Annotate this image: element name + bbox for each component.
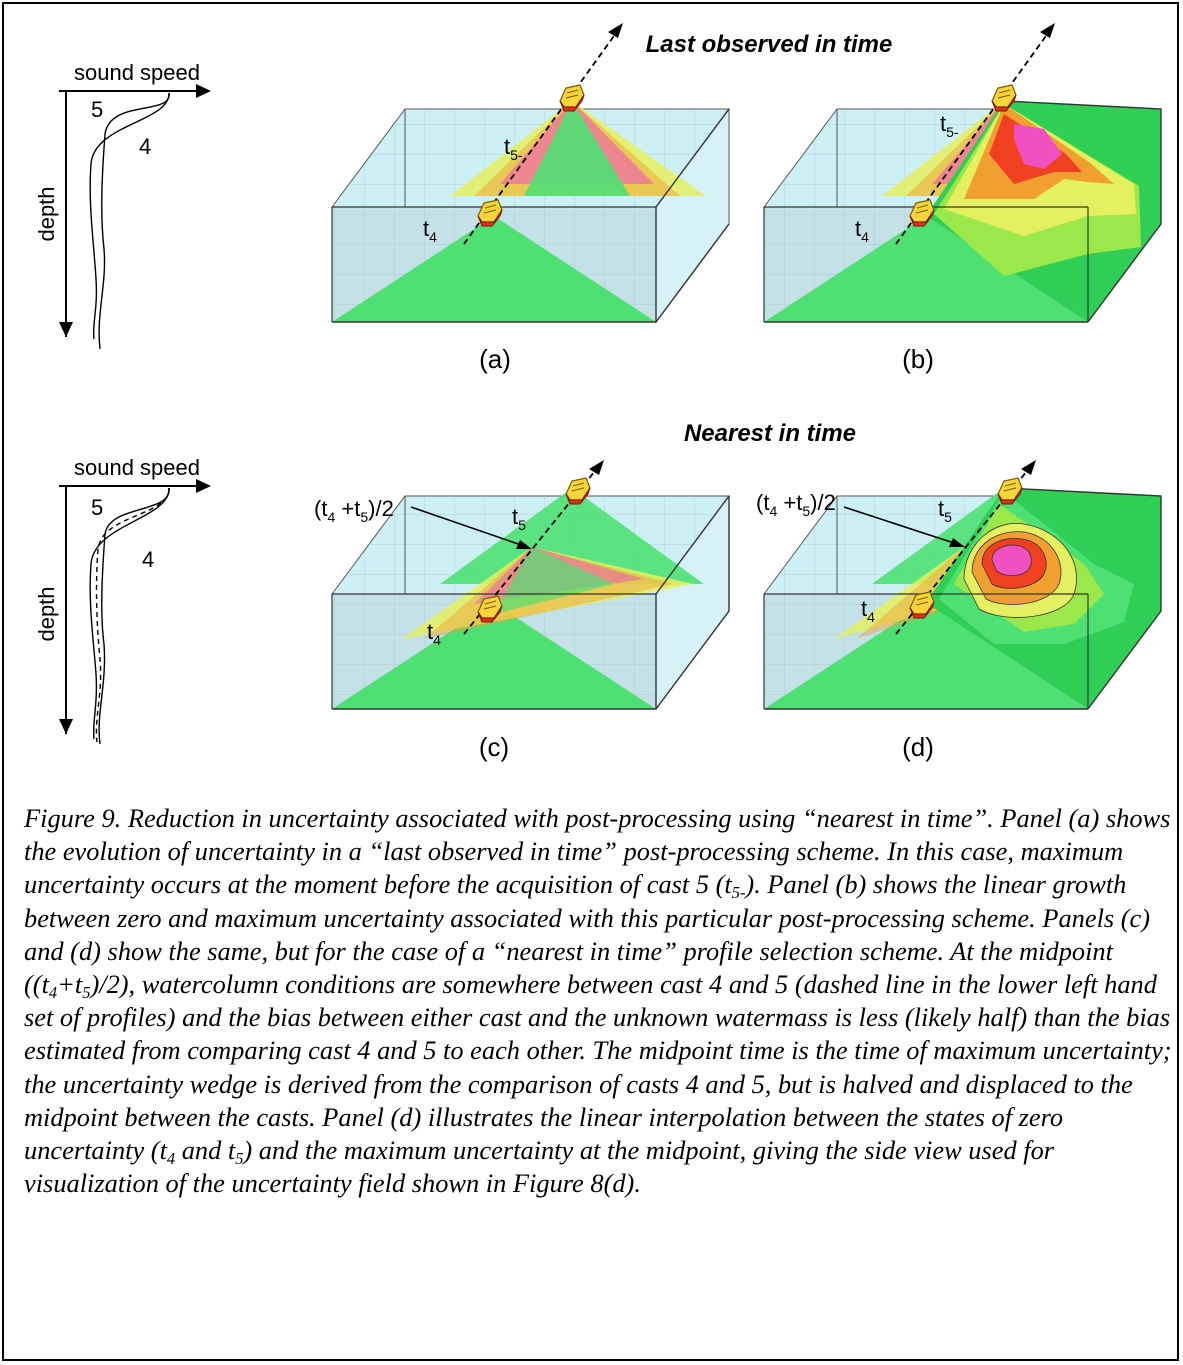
profile-curve-midpoint-dashed [95, 487, 170, 743]
t-label: t [423, 216, 429, 241]
profile-curve-4 [89, 92, 170, 340]
profile-cast-4-label: 4 [139, 134, 151, 159]
t-label: t [855, 216, 861, 241]
svg-text:t5-: t5- [504, 134, 523, 163]
profile-curve-5 [98, 92, 170, 350]
svg-text:(t4 +t5)/2: (t4 +t5)/2 [314, 496, 394, 525]
svg-text:t5: t5 [938, 496, 952, 525]
title-nearest: Nearest in time [684, 420, 856, 447]
svg-text:t4: t4 [855, 216, 869, 245]
panel-a-block: t5- t4 (a) [331, 23, 730, 374]
uncertainty-peak [991, 544, 1032, 577]
midpoint-arrow [843, 506, 958, 545]
svg-text:t5: t5 [512, 504, 526, 533]
t-label: t [504, 134, 510, 159]
profile-plot-top: sound speed 5 4 depth [34, 60, 211, 350]
svg-text:t4: t4 [861, 596, 875, 625]
profile-xlabel: sound speed [74, 455, 200, 480]
profile-cast-5-label: 5 [91, 495, 103, 520]
svg-text:t4: t4 [427, 619, 441, 648]
figure-caption: Figure 9. Reduction in uncertainty assoc… [24, 803, 1172, 1199]
t5-minus-sub: 5- [510, 147, 523, 163]
t4-sub: 4 [861, 229, 869, 245]
t-label: t [940, 111, 946, 136]
figure-9: Last observed in time Nearest in time so… [34, 23, 1162, 762]
panel-b-block: t5- t4 (b) [763, 23, 1162, 374]
profile-ylabel: depth [34, 586, 59, 641]
profile-cast-4-label: 4 [142, 547, 154, 572]
title-last-observed: Last observed in time [646, 31, 893, 58]
profile-xlabel: sound speed [74, 60, 200, 85]
t5-minus-sub: 5- [946, 124, 959, 140]
uncertainty-peak [1014, 124, 1062, 169]
profile-plot-bottom: sound speed 5 4 depth [34, 455, 211, 745]
t4-sub: 4 [429, 229, 437, 245]
panel-b-label: (b) [902, 344, 934, 374]
profile-cast-5-label: 5 [91, 97, 103, 122]
svg-text:(t4 +t5)/2: (t4 +t5)/2 [756, 490, 836, 519]
svg-text:t5-: t5- [940, 111, 959, 140]
panel-d-block: (t4 +t5)/2 t5 t4 (d) [756, 460, 1162, 762]
panel-a-label: (a) [479, 344, 511, 374]
midpoint-arrow [410, 506, 525, 547]
panel-c-block: (t4 +t5)/2 t5 t4 (c) [314, 460, 730, 762]
svg-text:t4: t4 [423, 216, 437, 245]
panel-d-label: (d) [902, 732, 934, 762]
panel-c-label: (c) [479, 732, 509, 762]
uncertainty-wedge-t5 [524, 101, 630, 196]
uncertainty-wedge-t4 [332, 216, 656, 322]
profile-ylabel: depth [34, 186, 59, 241]
